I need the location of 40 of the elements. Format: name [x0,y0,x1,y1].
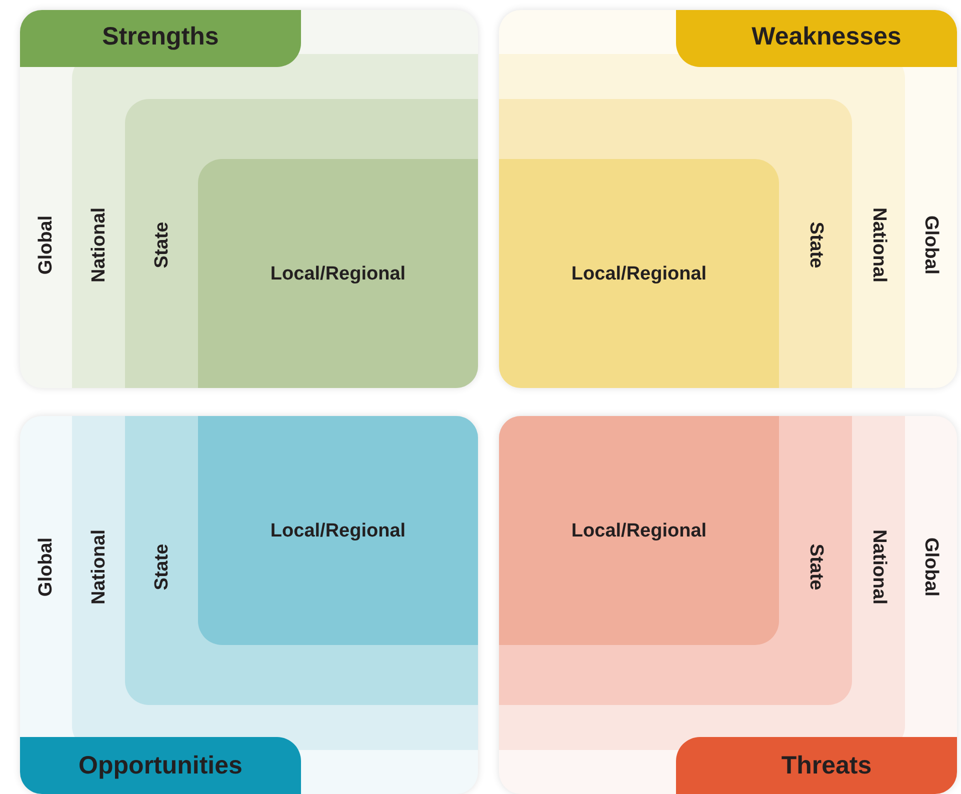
national-panel [499,416,905,750]
level-label: Global [36,215,56,275]
level-label: Local/Regional [571,521,707,540]
level-label: National [89,208,108,282]
level-label: Global [36,537,56,597]
heading-tab [676,737,957,794]
level-label: National [869,530,888,604]
heading-tab [20,737,301,794]
heading-label: Strengths [102,24,219,49]
local-panel [198,159,478,388]
level-label: Local/Regional [571,264,707,283]
local-panel [499,159,779,388]
state-panel [499,416,852,705]
global-panel [20,416,478,794]
heading-tab [20,10,301,67]
local-panel [499,416,779,645]
global-panel [499,10,957,388]
local-panel [198,416,478,645]
level-label: National [869,208,888,282]
state-panel [499,99,852,388]
level-label: State [806,222,825,268]
global-panel [499,416,957,794]
heading-label: Threats [781,753,872,778]
national-panel [72,416,478,750]
level-label: State [152,544,171,590]
level-label: Global [922,537,940,597]
national-panel [72,54,478,388]
level-label: State [806,544,825,590]
level-label: Local/Regional [270,264,406,283]
heading-label: Weaknesses [752,24,902,49]
level-label: Local/Regional [270,521,406,540]
state-panel [125,416,478,705]
level-label: Global [922,215,940,275]
state-panel [125,99,478,388]
global-panel [20,10,478,388]
national-panel [499,54,905,388]
level-label: National [89,530,108,604]
heading-label: Opportunities [78,753,242,778]
heading-tab [676,10,957,67]
level-label: State [152,222,171,268]
